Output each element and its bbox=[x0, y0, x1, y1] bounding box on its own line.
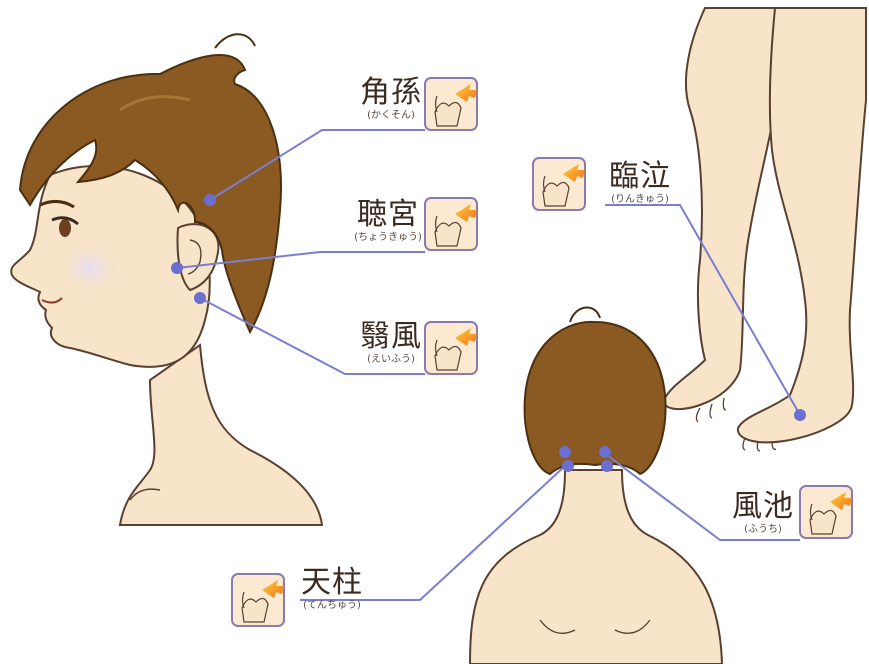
label-kakuson: 角孫 (かくそん) bbox=[356, 76, 426, 122]
label-choukyuu: 聴宮 (ちょうきゅう) bbox=[348, 198, 428, 244]
eifuu-dot bbox=[194, 292, 206, 304]
press-icon bbox=[425, 322, 477, 374]
press-icon bbox=[425, 78, 477, 130]
point-name: 角孫 bbox=[356, 76, 426, 110]
head-profile bbox=[11, 34, 322, 525]
fuuchi-dot-left bbox=[599, 446, 611, 458]
press-icon bbox=[533, 158, 585, 210]
press-icon bbox=[232, 574, 284, 626]
tenchuu-dot-lower bbox=[562, 460, 574, 472]
point-reading: (りんきゅう) bbox=[600, 194, 680, 206]
point-reading: (てんちゅう) bbox=[292, 600, 372, 612]
point-name: 翳風 bbox=[356, 320, 426, 354]
press-icon bbox=[425, 198, 477, 250]
choukyuu-dot bbox=[171, 262, 183, 274]
kakuson-dot bbox=[204, 194, 216, 206]
point-reading: (えいふう) bbox=[356, 354, 426, 366]
point-name: 臨泣 bbox=[600, 160, 680, 194]
label-fuuchi: 風池 (ふうち) bbox=[728, 490, 798, 536]
point-name: 風池 bbox=[728, 490, 798, 524]
point-name: 聴宮 bbox=[348, 198, 428, 232]
rinkyuu-dot bbox=[794, 409, 806, 421]
label-tenchuu: 天柱 (てんちゅう) bbox=[292, 566, 372, 612]
back-of-head bbox=[470, 307, 722, 664]
point-reading: (かくそん) bbox=[356, 110, 426, 122]
point-reading: (ちょうきゅう) bbox=[348, 232, 428, 244]
tenchuu-dot-upper bbox=[559, 446, 571, 458]
label-eifuu: 翳風 (えいふう) bbox=[356, 320, 426, 366]
point-name: 天柱 bbox=[292, 566, 372, 600]
point-reading: (ふうち) bbox=[728, 524, 798, 536]
fuuchi-dot-right bbox=[601, 460, 613, 472]
press-icon bbox=[800, 486, 852, 538]
label-rinkyuu: 臨泣 (りんきゅう) bbox=[600, 160, 680, 206]
